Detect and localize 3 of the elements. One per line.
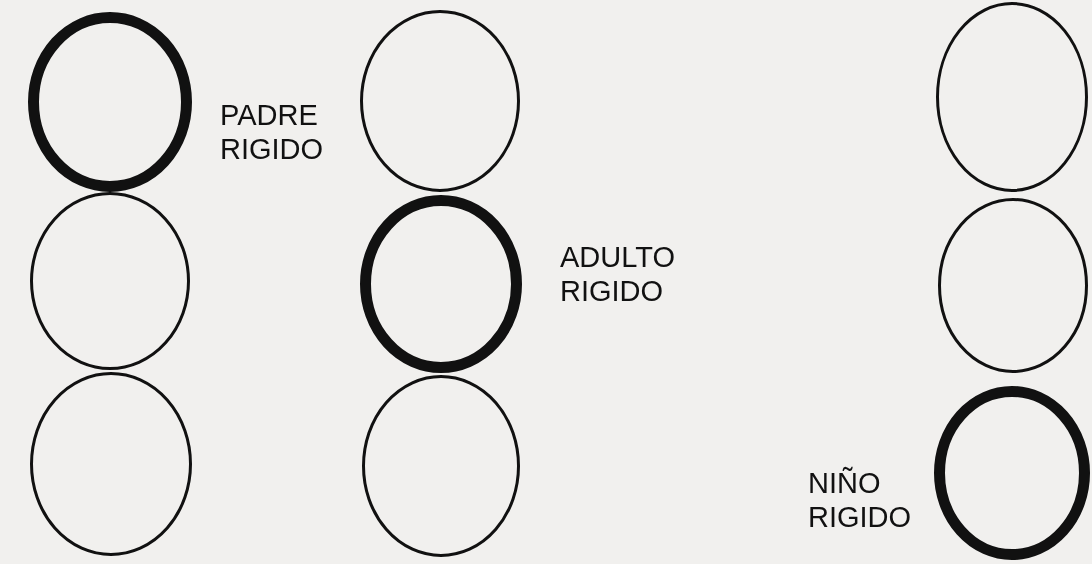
- ellipse-label: ADULTO RIGIDO: [560, 240, 676, 308]
- ellipse-label: NIÑO RIGIDO: [808, 466, 913, 534]
- ellipse-label: PADRE RIGIDO: [220, 98, 325, 166]
